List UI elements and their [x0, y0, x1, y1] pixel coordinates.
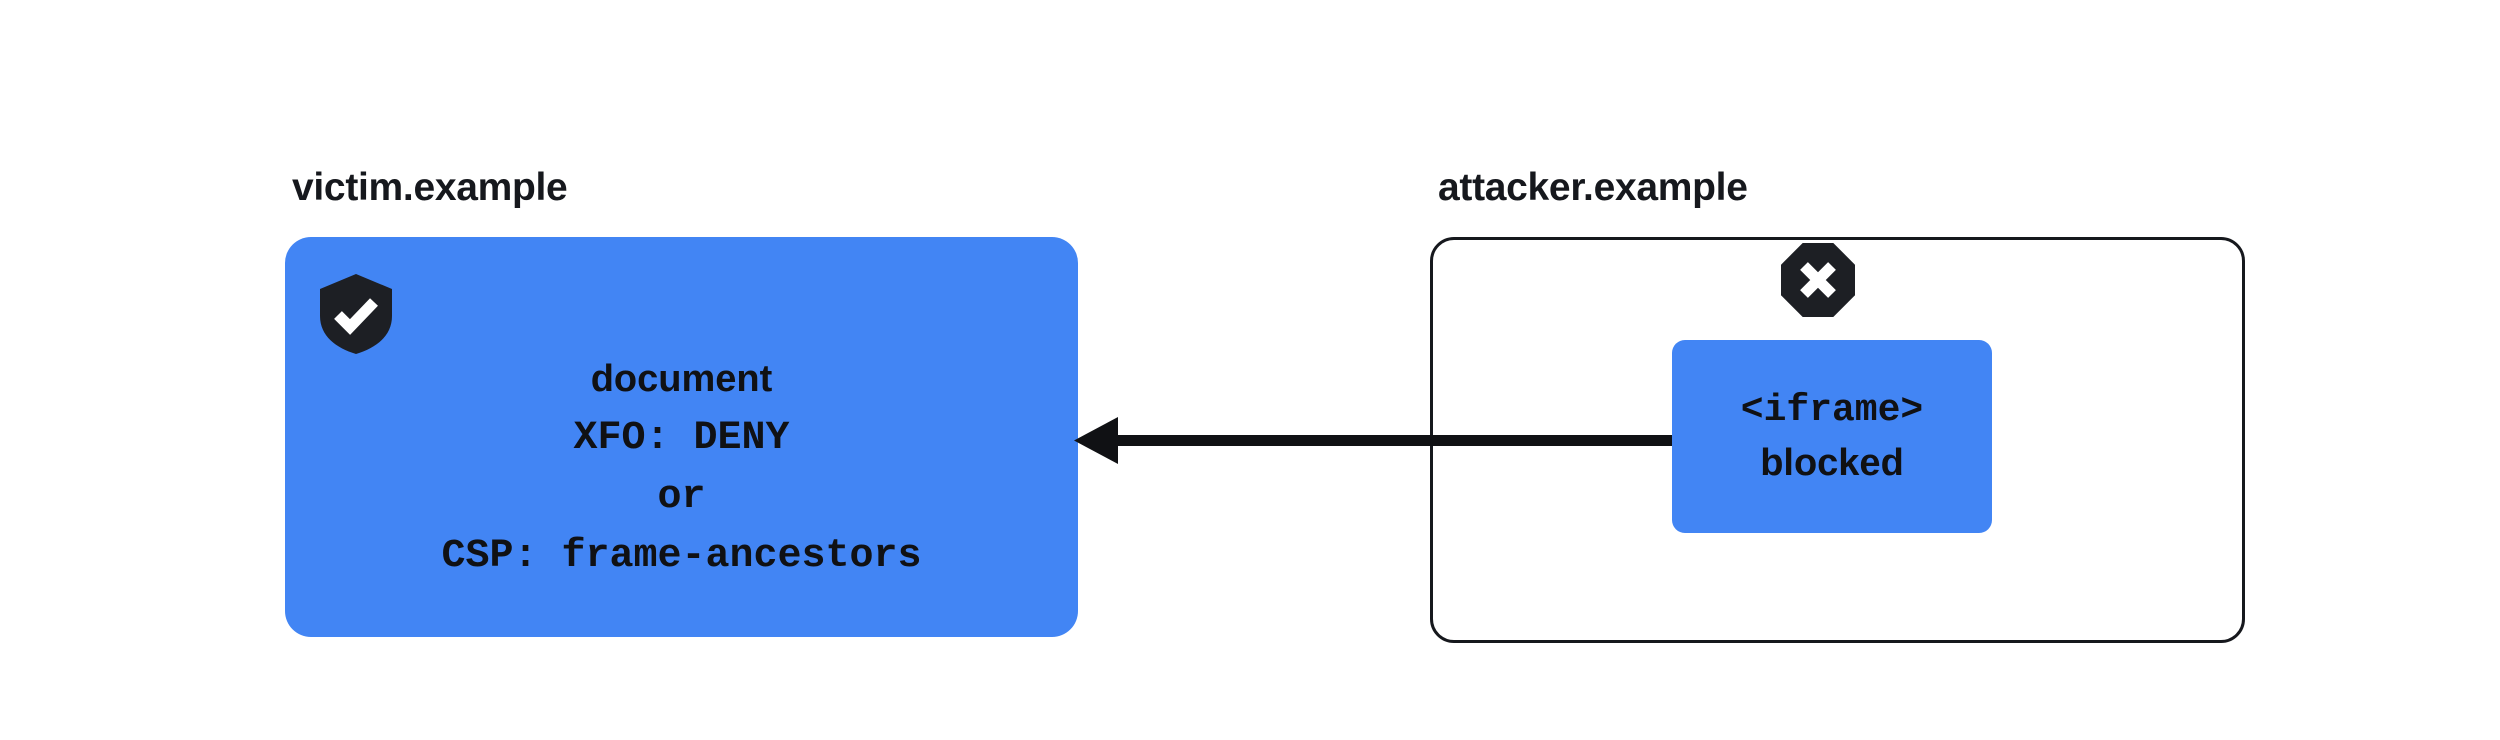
victim-line-0: document: [590, 358, 773, 400]
victim-line-2: or: [657, 475, 706, 520]
victim-document-panel: document XFO: DENY or CSP: frame-ancesto…: [285, 237, 1078, 637]
iframe-tag-text: <iframe>: [1740, 388, 1924, 432]
shield-check-icon: [320, 274, 392, 354]
victim-origin-label: victim.example: [292, 166, 568, 209]
blocked-embed-arrow: [1060, 412, 1680, 470]
iframe-embed-box: <iframe> blocked: [1672, 340, 1992, 533]
octagon-x-icon: [1781, 243, 1855, 317]
iframe-status-text: blocked: [1760, 441, 1904, 484]
victim-policy-text: document XFO: DENY or CSP: frame-ancesto…: [285, 350, 1078, 586]
victim-line-3: CSP: frame-ancestors: [441, 534, 922, 579]
victim-line-1: XFO: DENY: [573, 416, 790, 461]
attacker-origin-label: attacker.example: [1438, 166, 1748, 209]
